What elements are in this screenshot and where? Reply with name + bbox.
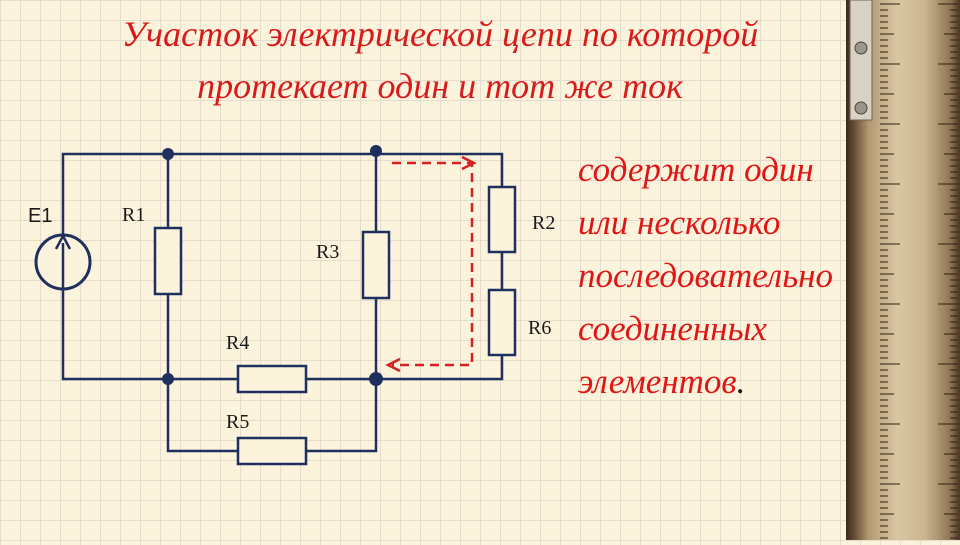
ruler-clip [849, 0, 873, 121]
circuit-diagram: E1 R1 R3 R2 R6 R4 R5 [28, 145, 555, 466]
label-r5: R5 [226, 411, 249, 433]
resistor-r3 [361, 230, 391, 300]
nodes [162, 145, 383, 386]
resistor-r2 [487, 185, 517, 254]
source-e1-arrow-head [54, 233, 72, 250]
slide-title: Участок электрической цепи по которой пр… [60, 8, 820, 112]
definition-end-punct: . [736, 362, 746, 401]
dashed-arrow-head-right [461, 155, 477, 171]
label-r3: R3 [316, 241, 339, 263]
label-e1: E1 [28, 205, 52, 227]
ruler-decoration [846, 0, 960, 540]
wire-top [168, 152, 504, 187]
node-bottom-left [162, 373, 174, 385]
dashed-path-line [392, 161, 474, 367]
title-line-1: Участок электрической цепи по которой [121, 14, 759, 54]
label-r1: R1 [122, 204, 145, 226]
resistors [153, 185, 517, 466]
node-top-left [162, 148, 174, 160]
ruler-markings [849, 0, 958, 539]
label-r4: R4 [226, 332, 249, 354]
node-top-right [370, 145, 382, 157]
source-e1 [34, 233, 92, 291]
resistor-r4 [236, 364, 308, 394]
label-r6: R6 [528, 317, 551, 339]
dashed-path [385, 155, 477, 373]
definition-line-5-text: элементов [578, 362, 737, 401]
ruler-screw-bottom [854, 101, 868, 115]
label-r2: R2 [532, 212, 555, 234]
wire-right-bottom [376, 355, 504, 381]
definition-line-1: содержит один [578, 150, 814, 189]
resistor-r6 [487, 288, 517, 357]
definition-line-3: последовательно [578, 256, 833, 295]
ruler-screw-top [854, 41, 868, 55]
wires [61, 152, 504, 453]
definition-text: содержит один или несколько последовател… [578, 143, 858, 408]
resistor-r1 [153, 226, 183, 296]
dashed-arrow-head-left [385, 357, 401, 373]
node-bottom-right [369, 372, 383, 386]
title-line-2: протекает один и тот же ток [197, 66, 683, 106]
definition-line-2: или несколько [578, 203, 781, 242]
definition-line-4: соединенных [578, 309, 767, 348]
ruler-ticks [880, 3, 958, 539]
resistor-r5 [236, 436, 308, 466]
definition-line-5: элементов. [578, 355, 858, 408]
wire-r5-branch [166, 379, 378, 453]
